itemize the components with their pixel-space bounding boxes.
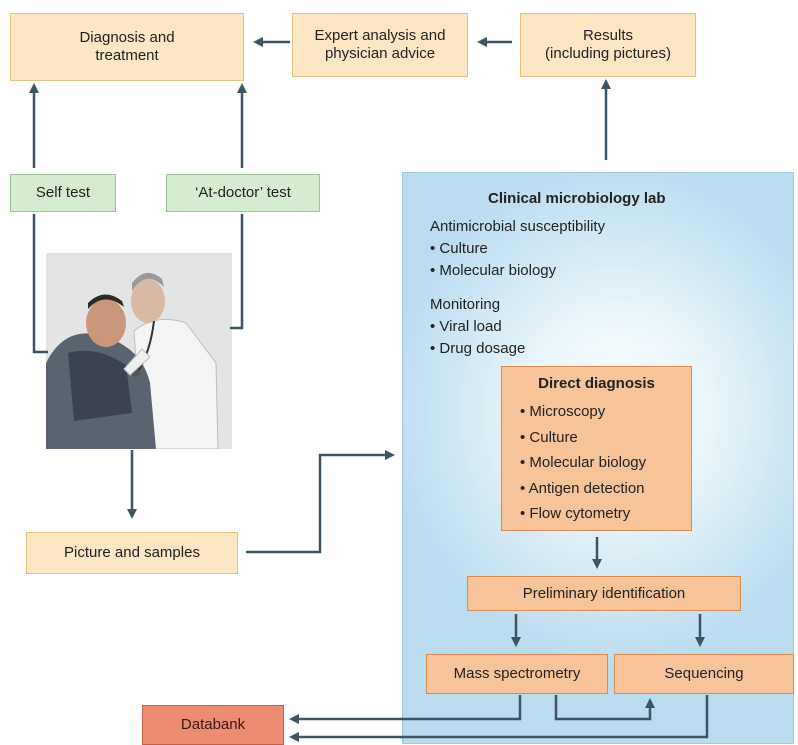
doctor-patient-illustration [46, 253, 232, 449]
sequencing-box: Sequencing [614, 654, 794, 694]
list-item: Viral load [430, 316, 525, 338]
doctor-patient-photo [46, 253, 232, 449]
arrow-mass-spec-to-databank [289, 695, 522, 724]
databank-box: Databank [142, 705, 284, 745]
list-item: Culture [430, 238, 605, 260]
mass-spectrometry-box: Mass spectrometry [426, 654, 608, 694]
list-item: Culture [520, 425, 691, 451]
list-item: Molecular biology [520, 450, 691, 476]
susceptibility-section: Antimicrobial susceptibility Culture Mol… [430, 216, 605, 282]
list-item: Microscopy [520, 399, 691, 425]
databank-label: Databank [180, 716, 246, 734]
susceptibility-heading: Antimicrobial susceptibility [430, 218, 606, 235]
results-box: Results (including pictures) [520, 13, 696, 77]
line-self-test-photo [32, 214, 48, 354]
susceptibility-list: Culture Molecular biology [430, 238, 605, 282]
list-item: Antigen detection [520, 476, 691, 502]
at-doctor-test-label: ‘At-doctor’ test [195, 184, 291, 202]
direct-diagnosis-box: Direct diagnosis Microscopy Culture Mole… [501, 366, 692, 531]
direct-diagnosis-list: Microscopy Culture Molecular biology Ant… [502, 399, 691, 527]
picture-and-samples-label: Picture and samples [64, 544, 200, 562]
preliminary-identification-box: Preliminary identification [467, 576, 741, 611]
expert-analysis-box: Expert analysis and physician advice [292, 13, 468, 77]
direct-diagnosis-heading: Direct diagnosis [538, 375, 655, 392]
arrow-sequencing-to-databank [289, 695, 709, 742]
self-test-label: Self test [35, 184, 91, 202]
preliminary-identification-label: Preliminary identification [522, 584, 686, 602]
expert-analysis-label: Expert analysis and physician advice [314, 27, 446, 62]
diagnosis-treatment-box: Diagnosis and treatment [10, 13, 244, 81]
monitoring-list: Viral load Drug dosage [430, 316, 525, 360]
self-test-box: Self test [10, 174, 116, 212]
lab-title: Clinical microbiology lab [488, 190, 666, 207]
diagnosis-treatment-label: Diagnosis and treatment [79, 29, 175, 64]
monitoring-heading: Monitoring [430, 296, 501, 313]
list-item: Flow cytometry [520, 501, 691, 527]
arrow-samples-to-lab [246, 450, 395, 554]
arrow-mass-spec-to-sequencing [554, 695, 655, 721]
at-doctor-test-box: ‘At-doctor’ test [166, 174, 320, 212]
results-label: Results (including pictures) [545, 27, 671, 62]
sequencing-label: Sequencing [664, 665, 744, 683]
picture-and-samples-box: Picture and samples [26, 532, 238, 574]
list-item: Drug dosage [430, 338, 525, 360]
mass-spectrometry-label: Mass spectrometry [453, 665, 581, 683]
line-at-doctor-photo [230, 214, 244, 330]
monitoring-section: Monitoring Viral load Drug dosage [430, 294, 525, 360]
list-item: Molecular biology [430, 260, 605, 282]
